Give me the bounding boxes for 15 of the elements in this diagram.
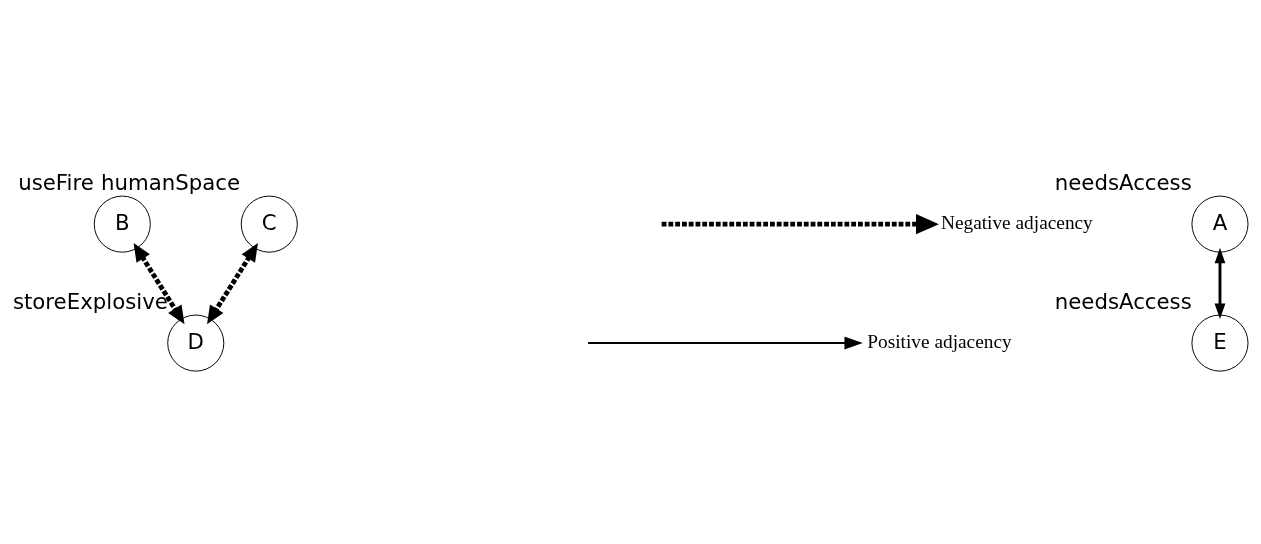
node-circle: C [240,195,298,253]
node-label: needsAccess [1054,169,1192,195]
node-circle: E [1191,314,1249,372]
node-label: useFire [18,169,94,195]
node-label: storeExplosive [12,288,168,314]
node-label: humanSpace [101,169,241,195]
arrow [133,243,185,325]
legend-label: Negative adjacency [940,211,1093,233]
arrow [207,243,258,325]
node-circle: D [167,314,225,372]
arrow [1214,247,1226,320]
legend-label: Positive adjacency [867,330,1012,352]
node-circle: A [1191,195,1249,253]
node-label: needsAccess [1054,288,1192,314]
node-circle: B [93,195,151,253]
